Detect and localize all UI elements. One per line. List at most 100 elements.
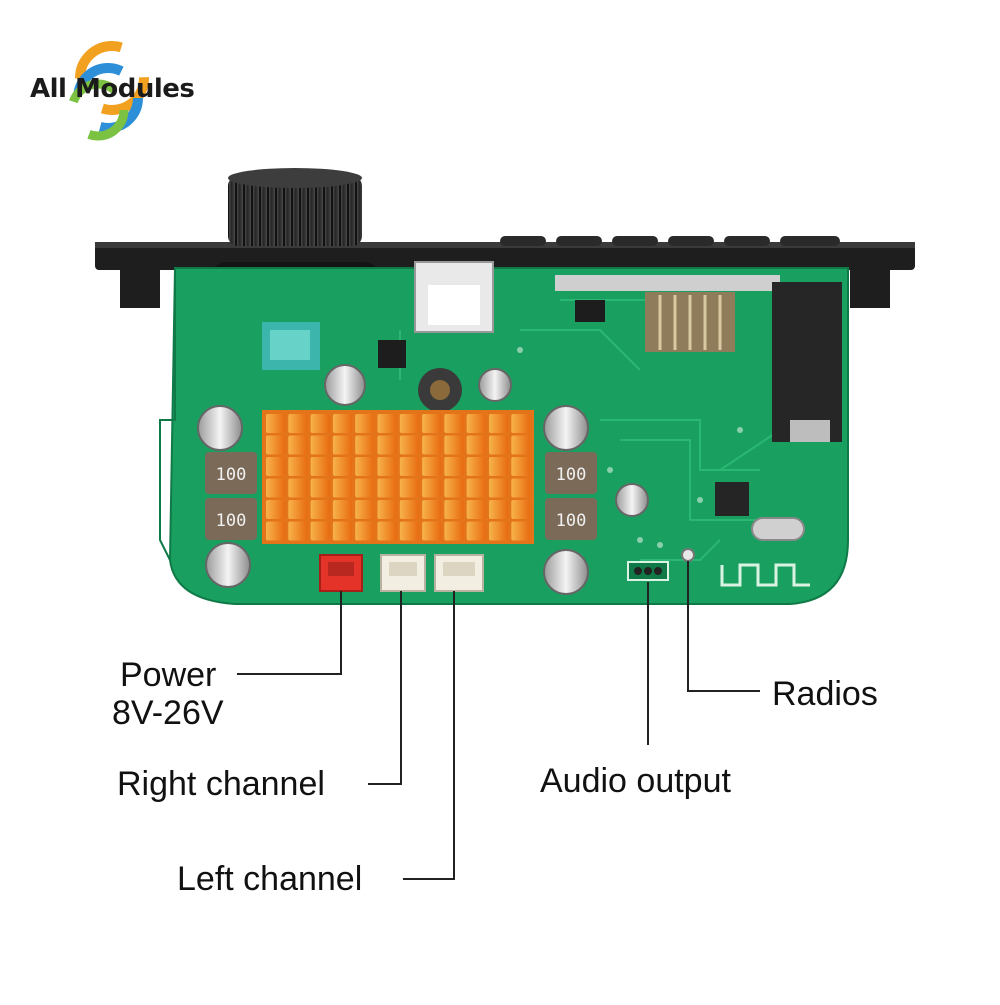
power-label: Power [120,656,217,694]
heatsink-fin [444,457,464,476]
heatsink-fin [399,457,419,476]
heatsink-fin [399,435,419,455]
heatsink-fin [332,414,352,433]
heatsink-fin [266,500,285,519]
heatsink-fin [489,435,508,455]
heatsink-fin [511,457,531,476]
heatsink-fin [377,521,397,541]
heatsink-fin [489,457,508,476]
heatsink-fin [310,521,330,541]
heatsink-fin [310,500,330,519]
heatsink-fin [444,435,464,455]
heatsink-fin [310,435,330,455]
toroid-inductor [418,368,462,412]
inductor-marking: 100 [556,511,587,531]
heatsink-fin [466,500,486,519]
audio-output-pads [627,561,669,581]
heatsink-fin [288,457,308,476]
heatsink-fin [332,500,352,519]
heatsink-fin [355,435,375,455]
heatsink-fin [288,521,308,541]
heatsink-fin [266,521,285,541]
heatsink-fin [355,500,375,519]
heatsink-fin [355,521,375,541]
heatsink-fin [310,478,330,498]
brand-logo [67,41,149,141]
heatsink-fin [355,478,375,498]
heatsink-fin [399,500,419,519]
right-channel-connector [380,554,426,592]
heatsink-fin [266,457,285,476]
heatsink-fin [288,414,308,433]
heatsink-fin [489,500,508,519]
mic-jack [772,282,842,442]
heatsink-fin [466,521,486,541]
inductor-marking: 100 [556,465,587,485]
electrolytic-capacitor [197,364,649,595]
ic-chip [378,300,749,516]
heatsink-fin [422,435,442,455]
heatsink-fin [266,414,285,433]
heatsink-fin [489,521,508,541]
heatsink-fin [310,414,330,433]
left-channel-label: Left channel [177,860,363,898]
heatsink-fin [444,478,464,498]
heatsink-fin [288,500,308,519]
brand-logo-text: All Modules [30,74,195,104]
heatsink-fin [310,457,330,476]
heatsink-fin [444,414,464,433]
inductor-marking: 100 [216,465,247,485]
heatsink-fin [422,478,442,498]
heatsink-fin [399,521,419,541]
heatsink-fin [466,414,486,433]
heatsink-fin [288,478,308,498]
heatsink-fin [511,521,531,541]
callout-lines [237,561,760,880]
heatsink-fin [444,521,464,541]
radios-label: Radios [772,675,878,713]
heatsink-fin [355,457,375,476]
heatsink-fin [444,500,464,519]
heatsink-fin [422,414,442,433]
heatsink-fin [399,478,419,498]
heatsink-fin [466,478,486,498]
inductor [205,452,597,540]
heatsink-fin [466,457,486,476]
heatsink-fin [399,414,419,433]
heatsink-fin [377,435,397,455]
audio-output-label: Audio output [540,762,731,800]
heatsink-fin [489,478,508,498]
heatsink-fin [511,478,531,498]
heatsink [262,410,534,544]
heatsink-fin [422,457,442,476]
heatsink-fin [288,435,308,455]
left-channel-connector [434,554,484,592]
potentiometer [262,322,320,370]
heatsink-fin [377,478,397,498]
inductor-marking: 100 [216,511,247,531]
heatsink-fin [332,457,352,476]
crystal-oscillator [751,517,805,541]
radio-pad [681,548,695,562]
right-channel-label: Right channel [117,765,325,803]
heatsink-fin [332,435,352,455]
heatsink-fin [422,500,442,519]
heatsink-fin [466,435,486,455]
heatsink-fin [511,435,531,455]
heatsink-fin [511,500,531,519]
power-voltage-label: 8V-26V [112,694,224,732]
antenna-trace [720,563,810,587]
heatsink-fin [489,414,508,433]
heatsink-fin [332,521,352,541]
sd-card-slot [555,275,780,352]
usb-port [414,261,494,333]
heatsink-fin [377,457,397,476]
power-connector [319,554,363,592]
heatsink-fin [266,478,285,498]
heatsink-fin [266,435,285,455]
heatsink-fin [355,414,375,433]
heatsink-fin [332,478,352,498]
heatsink-fin [422,521,442,541]
heatsink-fin [511,414,531,433]
